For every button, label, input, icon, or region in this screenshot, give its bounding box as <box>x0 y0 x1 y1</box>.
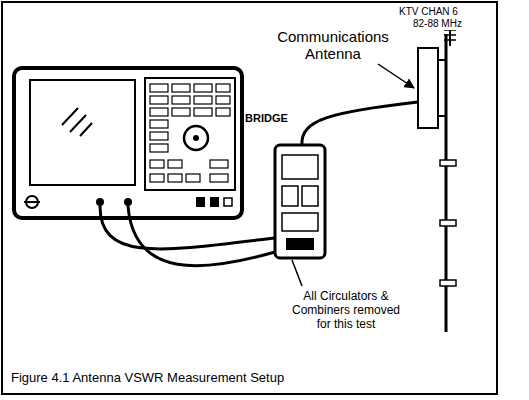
mast-bracket <box>440 160 456 166</box>
spectrum-analyzer <box>14 68 242 218</box>
tv-antenna-symbol <box>444 34 456 36</box>
test-cable <box>128 206 275 266</box>
figure-caption: Figure 4.1 Antenna VSWR Measurement Setu… <box>10 371 285 386</box>
bridge <box>275 145 325 258</box>
rf-port <box>96 198 104 206</box>
figure-frame <box>2 2 497 394</box>
bridge-case <box>275 145 325 258</box>
antenna-mount <box>438 59 446 61</box>
antenna-tower <box>418 26 456 332</box>
power-switch <box>24 201 40 203</box>
antenna-mount <box>438 115 446 117</box>
connector <box>210 197 219 207</box>
connector <box>224 198 232 206</box>
frequency-label: 82-88 MHz <box>412 18 463 30</box>
mast-bracket <box>440 220 456 226</box>
communications-antenna <box>418 48 438 128</box>
leader-arrow <box>378 64 414 88</box>
bridge-port <box>286 238 314 250</box>
bridge-panel <box>282 186 298 206</box>
connector <box>196 197 205 207</box>
screen-glare <box>62 108 78 125</box>
antenna-cable <box>302 102 418 145</box>
leader-line <box>292 260 302 286</box>
tuning-knob <box>184 126 208 150</box>
channel-label: KTV CHAN 6 <box>398 6 459 18</box>
screen-glare <box>80 123 92 136</box>
screen <box>30 80 135 185</box>
screen-glare <box>70 115 86 132</box>
tv-antenna-symbol <box>444 39 456 41</box>
keypad <box>150 84 230 182</box>
bridge-panel <box>302 186 318 206</box>
mast-bracket <box>440 280 456 286</box>
instrument-case <box>14 68 242 218</box>
bridge-label: BRIDGE <box>244 112 289 125</box>
bridge-panel <box>282 213 318 231</box>
test-cable <box>100 206 275 249</box>
control-panel <box>145 78 235 190</box>
rf-port <box>124 198 132 206</box>
bridge-panel <box>282 155 318 179</box>
knob-center <box>193 135 199 141</box>
antenna-label: Communications Antenna <box>272 28 394 63</box>
test-note: All Circulators & Combiners removed for … <box>283 290 409 331</box>
cables <box>100 102 418 266</box>
mast <box>445 34 448 332</box>
